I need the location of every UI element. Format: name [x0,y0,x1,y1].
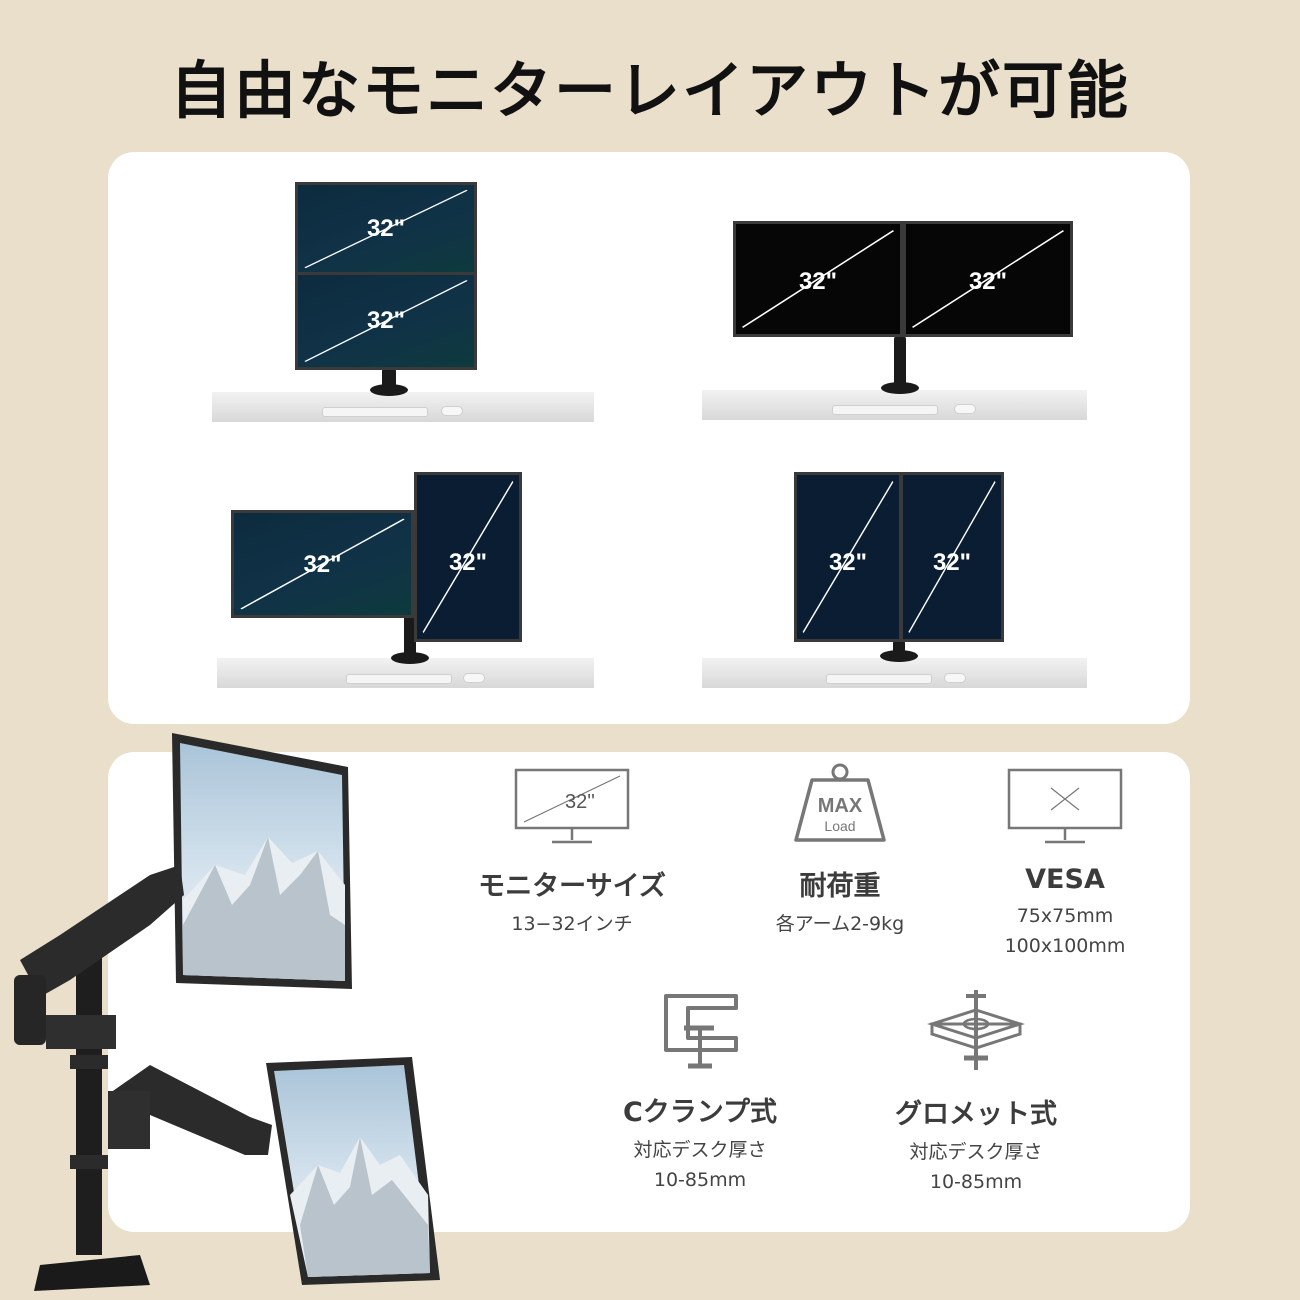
monitor-size-label: 32" [303,551,342,578]
grommet-icon [927,990,1025,1070]
keyboard [826,674,932,684]
mount-base [391,652,429,664]
monitor-left: 32" [733,221,903,337]
monitor-size-label: 32" [828,549,868,576]
spec-value-line: 10-85mm [929,1171,1023,1193]
spec-c-clamp: Cクランプ式 対応デスク厚さ 10-85mm [590,992,810,1195]
spec-title: グロメット式 [895,1099,1057,1130]
keyboard [322,407,428,417]
monitor-right: 32" [903,221,1073,337]
spec-value-line: 対応デスク厚さ [633,1139,767,1161]
mount-base [880,650,918,662]
spec-grommet: グロメット式 対応デスク厚さ 10-85mm [866,988,1086,1197]
monitor-size-icon-label: 32'' [565,791,595,813]
mount-base [370,384,408,396]
monitor-size-label: 32" [968,268,1008,295]
page-title: 自由なモニターレイアウトが可能 [169,54,1130,127]
mount-pole [894,336,906,388]
spec-vesa: VESA 75x75mm 100x100mm [955,768,1175,961]
spec-title: VESA [1025,864,1105,895]
spec-value-line: 100x100mm [1004,935,1126,957]
keyboard [346,674,452,684]
vesa-icon [1007,768,1123,844]
weight-icon: MAX Load [794,763,886,842]
mouse [463,673,485,683]
mount-pole [404,612,416,658]
spec-value-line: 10-85mm [653,1169,747,1191]
mouse [944,673,966,683]
monitor-top: 32" [295,182,477,276]
spec-value-line: 75x75mm [1016,905,1114,927]
monitor-size-label: 32" [448,549,488,576]
spec-title: 耐荷重 [799,871,881,902]
monitor-portrait-right: 32" [900,472,1004,642]
spec-title: Cクランプ式 [622,1097,777,1128]
c-clamp-icon [664,994,738,1069]
weight-icon-label-top: MAX [818,795,863,817]
spec-value: 対応デスク厚さ 10-85mm [590,1135,810,1195]
monitor-bottom: 32" [295,272,477,370]
spec-value: 各アーム2-9kg [775,913,905,935]
monitor-size-label: 32" [366,215,406,242]
spec-value: 対応デスク厚さ 10-85mm [866,1137,1086,1197]
mouse [441,406,463,416]
monitor-portrait-left: 32" [794,472,902,642]
spec-value: 75x75mm 100x100mm [955,901,1175,961]
spec-load: MAX Load 耐荷重 各アーム2-9kg [730,762,950,939]
spec-monitor-size: 32'' モニターサイズ 13−32インチ [462,768,682,939]
monitor-size-label: 32" [798,268,838,295]
monitor-landscape: 32" [231,510,414,618]
spec-value-line: 対応デスク厚さ [909,1141,1043,1163]
monitor-size-label: 32" [366,307,406,334]
mount-base [881,382,919,394]
monitor-size-icon: 32'' [514,768,630,844]
spec-value: 13−32インチ [511,913,633,935]
mouse [954,404,976,414]
keyboard [832,405,938,415]
weight-icon-label-bottom: Load [824,818,855,834]
monitor-size-label: 32" [932,549,972,576]
monitor-portrait: 32" [414,472,522,642]
monitor-arm-illustration [14,733,440,1291]
spec-title: モニターサイズ [478,871,666,902]
